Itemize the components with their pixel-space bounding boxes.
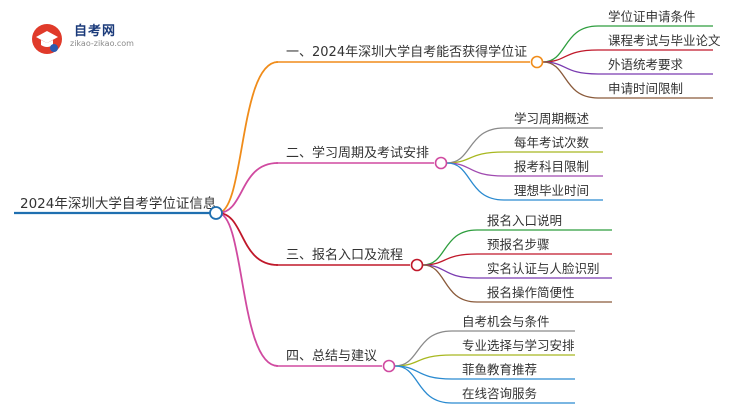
branch-label: 一、2024年深圳大学自考能否获得学位证 [286,44,527,60]
leaf-label: 自考机会与条件 [462,314,550,329]
site-logo: 自考网 zikao-zikao.com [30,18,140,54]
leaf-label: 菲鱼教育推荐 [462,362,537,377]
leaf-label: 在线咨询服务 [462,386,537,401]
leaf-label: 课程考试与毕业论文 [608,33,721,48]
leaf-connector [394,330,453,367]
branch-node-circle [530,55,544,69]
leaf-label: 外语统考要求 [608,57,684,72]
branch-connector [217,61,279,214]
leaf-label: 理想毕业时间 [514,183,589,198]
logo-url: zikao-zikao.com [70,39,134,48]
nodes: 2024年深圳大学自考学位证信息 一、2024年深圳大学自考能否获得学位证 学位证申… [20,9,721,401]
branch-label: 三、报名入口及流程 [286,247,403,263]
leaf-label: 学位证申请条件 [608,9,696,24]
branch-label: 二、学习周期及考试安排 [286,145,429,161]
connector-lines [14,25,713,404]
branch-connector [217,212,279,266]
leaf-label: 实名认证与人脸识别 [487,261,600,276]
leaf-label: 报考科目限制 [514,159,589,174]
logo-title: 自考网 [74,24,117,39]
branch-connector [217,212,279,367]
branch-node-circle [410,258,424,272]
leaf-connector [446,127,505,164]
leaf-connector [422,264,478,303]
leaf-connector [542,61,599,99]
leaf-label: 学习周期概述 [514,111,590,126]
leaf-label: 每年考试次数 [514,135,590,150]
leaf-label: 报名入口说明 [487,213,562,228]
leaf-connector [542,25,599,63]
root-label: 2024年深圳大学自考学位证信息 [20,195,216,212]
leaf-connector [422,229,478,266]
leaf-connector [446,162,505,201]
leaf-label: 专业选择与学习安排 [462,338,575,353]
leaf-label: 报名操作简便性 [487,285,575,300]
branch-label: 四、总结与建议 [286,349,377,364]
branch-node-circle [434,156,448,170]
leaf-connector [394,365,453,404]
branch-node-circle [382,359,396,373]
branch-connector [217,162,279,214]
leaf-label: 预报名步骤 [487,237,550,252]
leaf-label: 申请时间限制 [608,81,683,96]
root-node-circle [209,206,223,220]
graduation-cap-icon [32,24,62,54]
